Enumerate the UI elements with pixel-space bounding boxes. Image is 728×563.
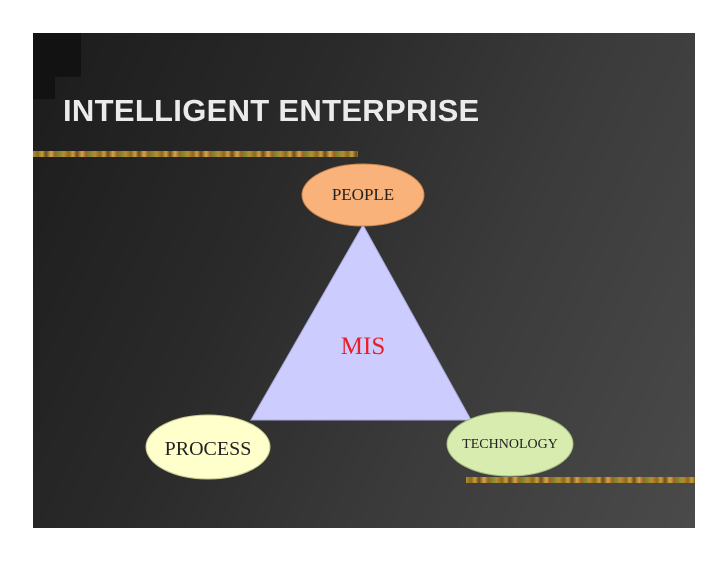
corner-decoration-small (33, 77, 55, 99)
process-node-label: PROCESS (165, 438, 252, 460)
title-accent-bar (33, 151, 358, 157)
slide-title: INTELLIGENT ENTERPRISE (63, 93, 480, 128)
mis-triangle (250, 223, 472, 421)
technology-node-label: TECHNOLOGY (462, 437, 558, 452)
mis-triangle-diagram: MIS PEOPLE PROCESS TECHNOLOGY (145, 163, 574, 480)
corner-decoration (33, 33, 81, 77)
people-node-label: PEOPLE (332, 185, 394, 204)
technology-node (446, 411, 574, 477)
footer-accent-bar (466, 477, 695, 483)
process-node (145, 414, 271, 480)
slide-canvas: INTELLIGENT ENTERPRISE MIS PEOPLE PROCES… (33, 33, 695, 528)
mis-center-label: MIS (341, 333, 385, 360)
people-node (301, 163, 425, 227)
